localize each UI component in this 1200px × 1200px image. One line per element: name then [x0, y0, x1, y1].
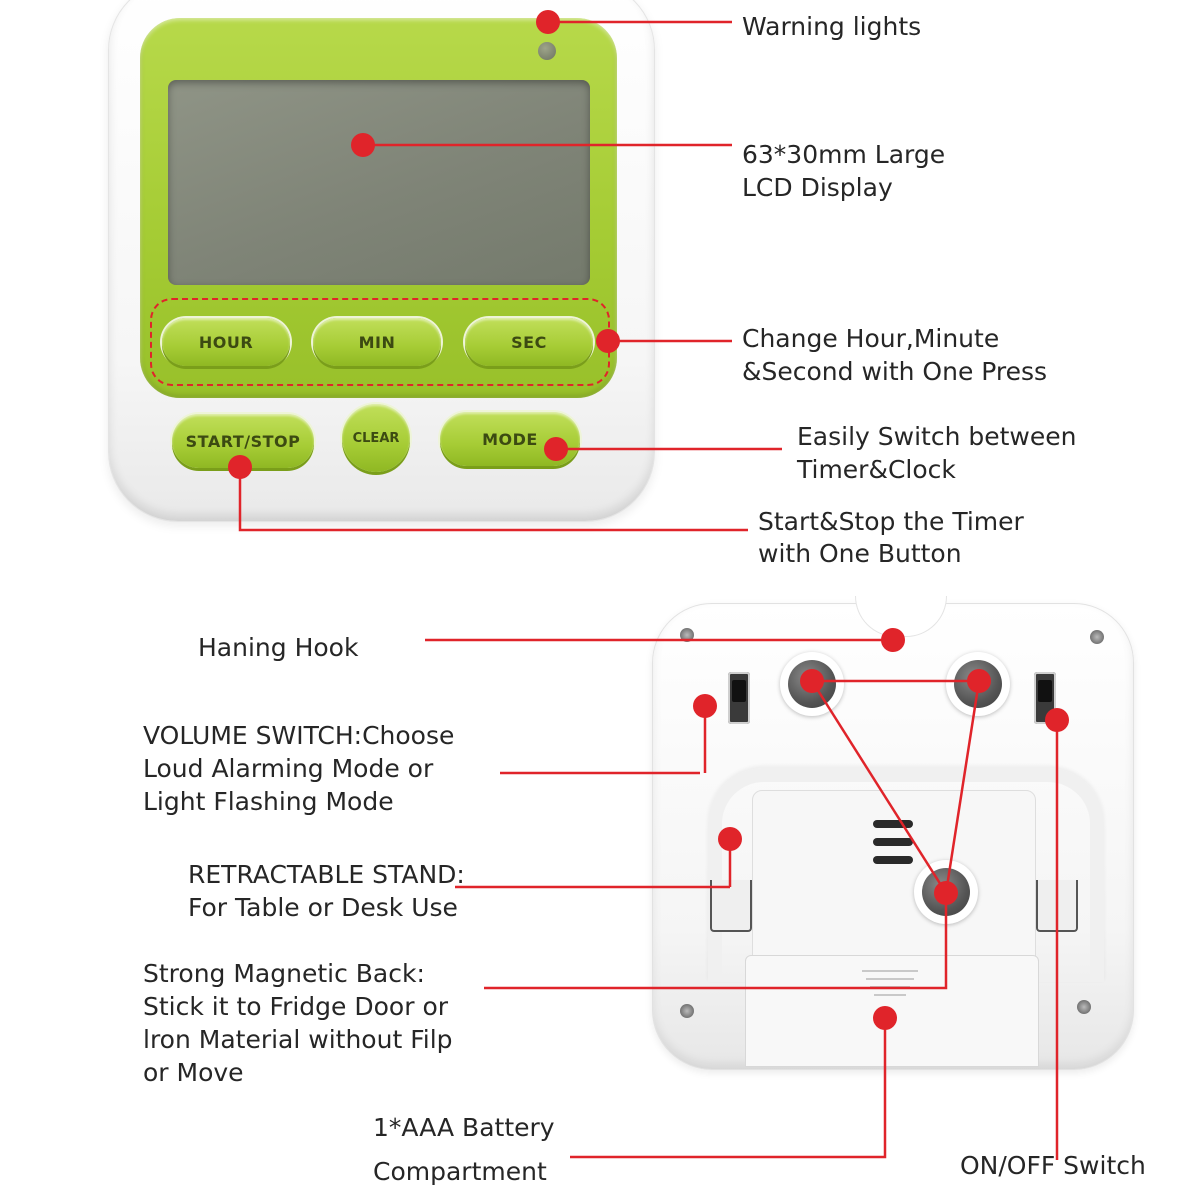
callout-magnet-line3: lron Material without Filp — [143, 1025, 453, 1054]
min-button-label: MIN — [358, 332, 396, 352]
start-stop-button-label: START/STOP — [185, 431, 301, 451]
speaker-vent — [873, 838, 913, 846]
callout-onoff: ON/OFF Switch — [960, 1151, 1146, 1180]
marker-lcd — [351, 133, 375, 157]
clear-button[interactable]: CLEAR — [342, 404, 410, 472]
callout-volume-line1: VOLUME SWITCH:Choose — [143, 721, 455, 750]
clear-button-label: CLEAR — [352, 430, 400, 446]
callout-change-line2: &Second with One Press — [742, 357, 1048, 386]
marker-hook — [881, 628, 905, 652]
warning-light — [538, 42, 556, 60]
stand-foot-left — [710, 880, 752, 932]
marker-battery — [873, 1006, 897, 1030]
screw-icon — [1090, 630, 1104, 644]
callout-magnet-line4: or Move — [143, 1058, 244, 1087]
stand-panel — [752, 790, 1036, 962]
callout-battery-line1: 1*AAA Battery — [373, 1113, 555, 1142]
callout-lcd-line2: LCD Display — [742, 173, 893, 202]
volume-switch-knob — [732, 680, 746, 702]
mode-button-label: MODE — [482, 429, 538, 449]
lcd-display — [168, 80, 590, 285]
callout-magnet-line1: Strong Magnetic Back: — [143, 959, 425, 988]
volume-switch[interactable] — [728, 672, 750, 724]
sec-button-label: SEC — [511, 332, 547, 352]
callout-lcd-line1: 63*30mm Large — [742, 140, 946, 169]
battery-cover-ridge — [870, 986, 910, 988]
marker-stand — [718, 827, 742, 851]
battery-cover-ridge — [866, 978, 914, 980]
min-button[interactable]: MIN — [313, 318, 441, 366]
speaker-vent — [873, 856, 913, 864]
marker-warning-lights — [536, 10, 560, 34]
marker-volume — [693, 694, 717, 718]
callout-volume-line3: Light Flashing Mode — [143, 787, 394, 816]
stand-foot-right — [1036, 880, 1078, 932]
screw-icon — [1077, 1000, 1091, 1014]
marker-start-stop — [228, 455, 252, 479]
callout-volume-line2: Loud Alarming Mode or — [143, 754, 434, 783]
callout-magnet-line2: Stick it to Fridge Door or — [143, 992, 449, 1021]
callout-stand-line2: For Table or Desk Use — [188, 893, 458, 922]
hour-button[interactable]: HOUR — [162, 318, 290, 366]
marker-change-buttons — [596, 329, 620, 353]
marker-mode — [544, 437, 568, 461]
callout-change-line1: Change Hour,Minute — [742, 324, 1000, 353]
hour-button-label: HOUR — [198, 332, 254, 352]
speaker-vent — [873, 820, 913, 828]
callout-switch-line1: Easily Switch between — [797, 422, 1077, 451]
callout-warning-lights: Warning lights — [742, 12, 922, 41]
on-off-switch-knob — [1038, 680, 1052, 702]
callout-start-line2: with One Button — [758, 539, 962, 568]
screw-icon — [680, 628, 694, 642]
callout-start-line1: Start&Stop the Timer — [758, 507, 1024, 536]
callout-battery-line2: Compartment — [373, 1157, 547, 1186]
marker-magnet-right — [967, 669, 991, 693]
screw-icon — [680, 1004, 694, 1018]
marker-magnet-left — [800, 669, 824, 693]
battery-cover-ridge — [874, 994, 906, 996]
callout-switch-line2: Timer&Clock — [797, 455, 956, 484]
callout-stand-line1: RETRACTABLE STAND: — [188, 860, 465, 889]
battery-cover-ridge — [862, 970, 918, 972]
marker-magnet-center — [934, 881, 958, 905]
sec-button[interactable]: SEC — [465, 318, 593, 366]
marker-onoff — [1045, 708, 1069, 732]
callout-hook: Haning Hook — [198, 633, 359, 662]
